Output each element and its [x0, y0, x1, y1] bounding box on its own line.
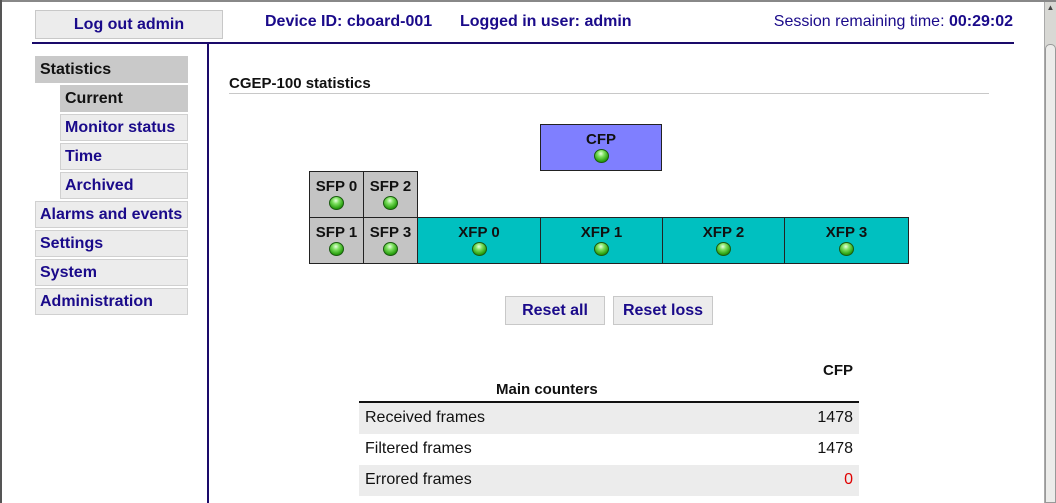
status-led-icon — [471, 242, 487, 256]
reset-loss-button[interactable]: Reset loss — [613, 296, 713, 325]
column-header-cfp: CFP — [823, 362, 853, 379]
sidebar-item-settings[interactable]: Settings — [35, 230, 188, 257]
status-led-icon — [716, 242, 731, 256]
port-label: XFP 3 — [825, 224, 868, 241]
port-cfp[interactable]: CFP — [540, 124, 662, 171]
sidebar-item-system[interactable]: System — [35, 259, 188, 286]
row-label: Filtered frames — [365, 440, 472, 457]
section-header-main-counters: Main counters — [496, 381, 598, 398]
status-led-icon — [594, 242, 609, 256]
status-led-icon — [593, 149, 609, 163]
table-row: Filtered frames 1478 — [359, 434, 859, 465]
port-label: XFP 2 — [702, 224, 745, 241]
sidebar-item-current[interactable]: Current — [60, 85, 188, 112]
scroll-up-arrow-icon[interactable]: ▲ — [1046, 3, 1055, 12]
port-label: SFP 3 — [369, 224, 412, 241]
row-label: Received frames — [365, 409, 486, 426]
port-xfp-0[interactable]: XFP 0 — [417, 217, 541, 264]
window-left-border — [0, 0, 2, 503]
status-led-icon — [329, 242, 344, 256]
sidebar-item-archived[interactable]: Archived — [60, 172, 188, 199]
port-xfp-3[interactable]: XFP 3 — [784, 217, 909, 264]
title-underline — [229, 93, 989, 94]
port-sfp-3[interactable]: SFP 3 — [363, 217, 418, 264]
header-divider — [32, 42, 1014, 44]
table-row: Received frames 1478 — [359, 403, 859, 434]
session-timer: Session remaining time: 00:29:02 — [774, 13, 1013, 31]
row-value: 1478 — [817, 409, 853, 426]
port-label: SFP 0 — [315, 178, 358, 195]
port-label: CFP — [586, 131, 616, 148]
port-label: SFP 2 — [369, 178, 412, 195]
session-label: Session remaining time: — [773, 13, 949, 30]
session-time: 00:29:02 — [948, 13, 1013, 30]
sidebar-divider — [207, 43, 209, 503]
port-sfp-1[interactable]: SFP 1 — [309, 217, 364, 264]
sidebar-item-monitor-status[interactable]: Monitor status — [60, 114, 188, 141]
port-label: XFP 1 — [580, 224, 623, 241]
row-value-error: 0 — [844, 471, 853, 488]
status-led-icon — [383, 196, 398, 210]
port-label: XFP 0 — [458, 224, 500, 241]
row-label: Errored frames — [365, 471, 472, 488]
sidebar-item-alarms-and-events[interactable]: Alarms and events — [35, 201, 188, 228]
device-id: Device ID: cboard-001 — [265, 13, 433, 30]
sidebar-item-statistics[interactable]: Statistics — [35, 56, 188, 83]
port-sfp-0[interactable]: SFP 0 — [309, 171, 364, 218]
row-value: 1478 — [817, 440, 853, 457]
status-led-icon — [329, 196, 344, 210]
port-sfp-2[interactable]: SFP 2 — [363, 171, 418, 218]
status-led-icon — [383, 242, 398, 256]
vertical-scrollbar[interactable]: ▲ — [1044, 2, 1056, 503]
table-header-divider — [359, 401, 859, 403]
port-xfp-2[interactable]: XFP 2 — [662, 217, 785, 264]
window-top-border — [0, 0, 1056, 2]
reset-all-button[interactable]: Reset all — [505, 296, 605, 325]
sidebar-item-administration[interactable]: Administration — [35, 288, 188, 315]
logged-in-user: Logged in user: admin — [460, 13, 632, 30]
sidebar-item-time[interactable]: Time — [60, 143, 188, 170]
table-row: Errored frames 0 — [359, 465, 859, 496]
scrollbar-thumb[interactable] — [1045, 44, 1056, 503]
status-led-icon — [839, 242, 854, 256]
port-xfp-1[interactable]: XFP 1 — [540, 217, 663, 264]
port-label: SFP 1 — [315, 224, 358, 241]
logout-button[interactable]: Log out admin — [35, 10, 223, 39]
page-title: CGEP-100 statistics — [229, 75, 371, 92]
